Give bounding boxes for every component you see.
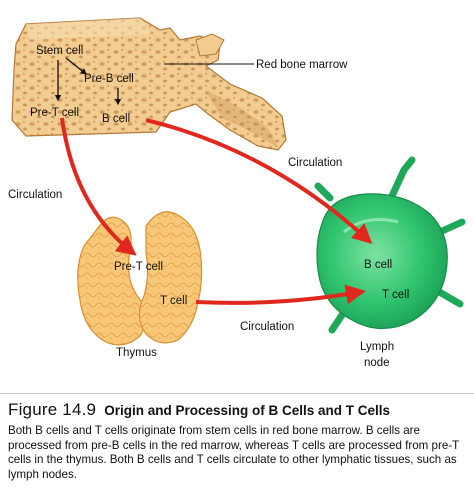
b-cell-node-label: B cell: [364, 259, 392, 271]
lymph-label: Lymph: [360, 341, 394, 353]
stem-cell-label: Stem cell: [36, 45, 83, 57]
pre-t-cell-thymus-label: Pre-T cell: [114, 261, 163, 273]
caption-title: Figure 14.9 Origin and Processing of B Ce…: [8, 400, 390, 420]
circulation-right-label: Circulation: [288, 157, 342, 169]
figure-title: Origin and Processing of B Cells and T C…: [104, 403, 391, 418]
thymus-organ: [77, 211, 203, 346]
thymus-label: Thymus: [116, 347, 157, 359]
lymph-node-organ: [314, 156, 466, 334]
t-cell-node-label: T cell: [382, 289, 409, 301]
t-cell-thymus-label: T cell: [160, 295, 187, 307]
pre-b-cell-label: Pre-B cell: [84, 73, 134, 85]
b-t-cell-origin-diagram: Stem cell Pre-B cell Pre-T cell B cell R…: [8, 17, 466, 369]
red-bone-marrow-bone: [11, 17, 287, 151]
pre-t-cell-marrow-label: Pre-T cell: [30, 107, 79, 119]
red-bone-marrow-label: Red bone marrow: [256, 59, 348, 71]
pre-t-cell-circulation-arrow: [60, 117, 137, 256]
b-cell-circulation-arrow: [145, 118, 373, 245]
caption-body: Both B cells and T cells originate from …: [8, 424, 460, 481]
figure-number: Figure 14.9: [8, 400, 97, 419]
node-label: node: [364, 357, 390, 369]
circulation-bottom-label: Circulation: [240, 321, 294, 333]
figure-caption: Figure 14.9 Origin and Processing of B Ce…: [0, 393, 474, 497]
b-cell-marrow-label: B cell: [102, 113, 130, 125]
stem-to-pre-b-arrow: [65, 57, 88, 75]
t-cell-circulation-arrow: [195, 284, 366, 305]
circulation-left-label: Circulation: [8, 189, 62, 201]
